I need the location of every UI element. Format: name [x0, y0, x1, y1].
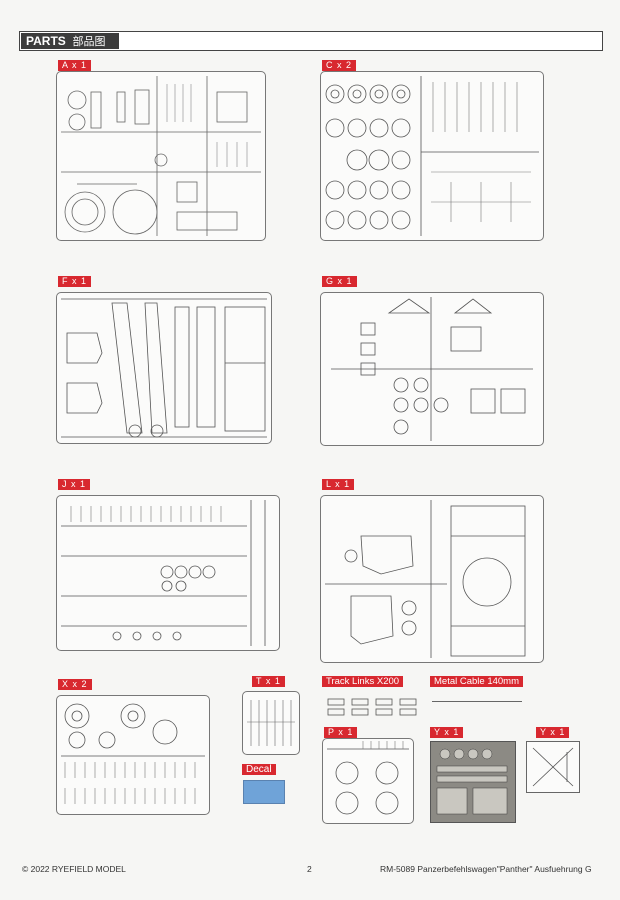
sprue-f [56, 292, 272, 444]
header-frame [19, 31, 603, 51]
metal-cable-label: Metal Cable 140mm [430, 676, 524, 687]
sprue-x-drawing [61, 703, 205, 804]
sprue-g-label: G x 1 [322, 276, 357, 287]
page-number: 2 [307, 864, 312, 874]
track-links-label: Track Links X200 [322, 676, 404, 687]
sprue-p-label: P x 1 [324, 727, 358, 738]
sprue-j-drawing [61, 500, 266, 646]
sprue-p [322, 738, 414, 824]
track-links-drawing [326, 697, 422, 717]
sprue-x-label: X x 2 [58, 679, 92, 690]
sprue-t [242, 691, 300, 755]
sprue-y1 [430, 741, 516, 823]
sprue-c [320, 71, 544, 241]
sprue-a [56, 71, 266, 241]
parts-header: PARTS 部品图 [21, 33, 119, 49]
sprue-t-label: T x 1 [252, 676, 285, 687]
metal-cable-line [432, 701, 522, 702]
sprue-c-drawing [325, 76, 539, 236]
sprue-y1-label: Y x 1 [430, 727, 464, 738]
sprue-l-drawing [325, 500, 526, 658]
sprue-a-drawing [61, 76, 261, 236]
sprue-j [56, 495, 280, 651]
parts-title-cn: 部品图 [72, 35, 106, 48]
copyright: © 2022 RYEFIELD MODEL [22, 864, 126, 874]
sprue-l-label: L x 1 [322, 479, 355, 490]
sprue-y2-label: Y x 1 [536, 727, 570, 738]
decal-sheet [243, 780, 285, 804]
sprue-g [320, 292, 544, 446]
sprue-f-label: F x 1 [58, 276, 92, 287]
sprue-x [56, 695, 210, 815]
sprue-f-drawing [61, 298, 267, 438]
sprue-j-label: J x 1 [58, 479, 91, 490]
sprue-a-label: A x 1 [58, 60, 92, 71]
model-title: RM-5089 Panzerbefehlswagen"Panther" Ausf… [380, 864, 592, 874]
sprue-p-drawing [327, 741, 409, 815]
sprue-g-drawing [331, 297, 533, 441]
parts-title: PARTS [26, 34, 66, 48]
sprue-y2 [526, 741, 580, 793]
decal-label: Decal [242, 764, 276, 775]
sprue-t-drawing [247, 700, 295, 746]
sprue-c-label: C x 2 [322, 60, 357, 71]
sprue-l [320, 495, 544, 663]
